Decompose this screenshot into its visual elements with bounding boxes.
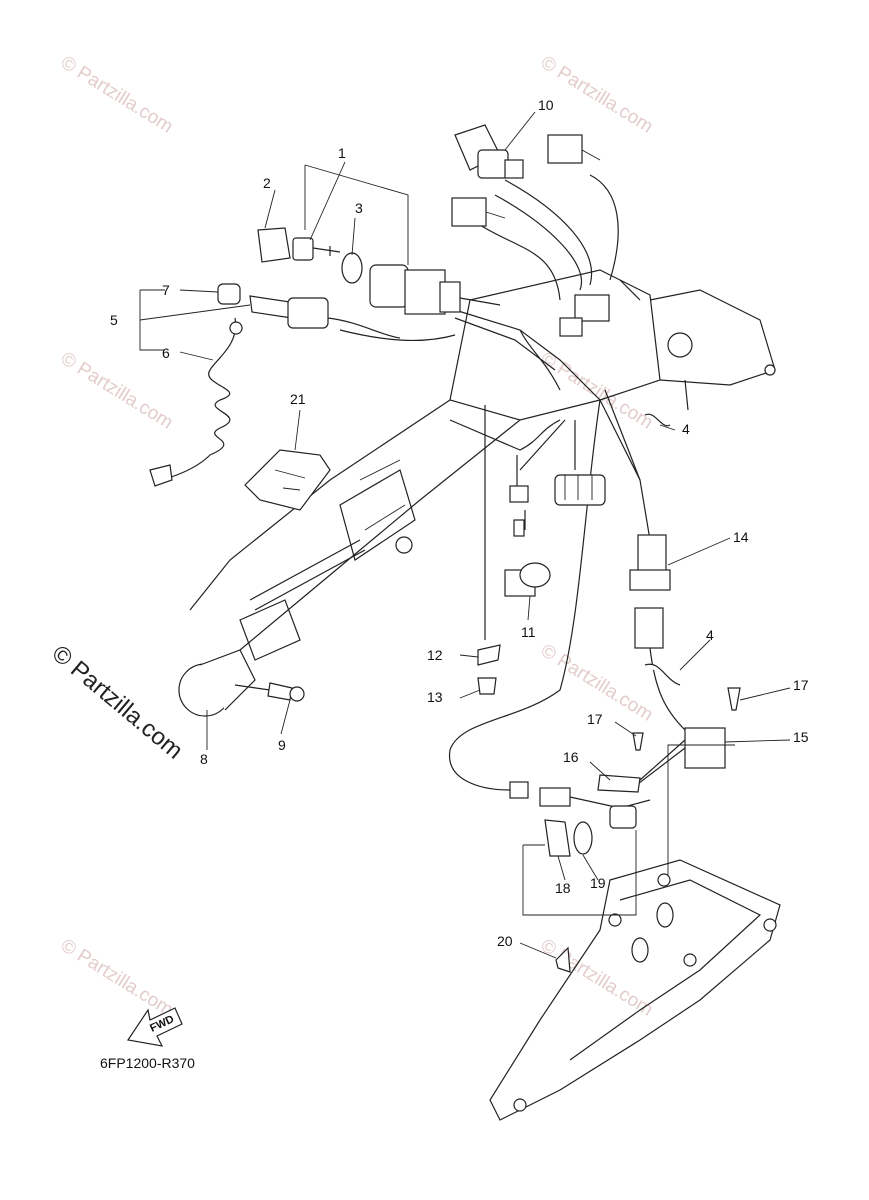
terminal-block [554,474,606,506]
main-switch-1 [257,227,501,315]
callout-21: 21 [290,391,306,407]
screw-9 [267,682,293,701]
callout-12: 12 [427,647,443,663]
plate-16 [597,774,641,793]
bracket-12 [477,405,501,695]
callout-20: 20 [497,933,513,949]
leader-lines [139,111,791,959]
wire-harness [249,174,651,791]
cap-18 [544,819,571,857]
callout-5: 5 [110,312,118,328]
callout-17b: 17 [793,677,809,693]
cap-7 [217,283,241,305]
callout-18: 18 [555,880,571,896]
clip-4b [644,663,681,686]
callout-9: 9 [278,737,286,753]
callout-16: 16 [563,749,579,765]
stop-switch-5 [149,283,401,487]
decal-20 [555,946,571,973]
callout-4a: 4 [682,421,690,437]
plug-14 [634,607,664,649]
callout-8: 8 [200,751,208,767]
callout-2: 2 [263,175,271,191]
key [292,237,314,261]
callout-7: 7 [162,282,170,298]
fwd-arrow-icon: FWD [126,1007,183,1047]
connector-10 [451,124,610,337]
grip-21 [244,449,331,511]
diagram-reference-code: 6FP1200-R370 [100,1055,195,1071]
callout-11: 11 [521,624,536,640]
relay-15 [684,727,726,769]
callout-14: 14 [733,529,749,545]
ring-3 [341,252,363,284]
buzzer-11 [504,455,551,597]
ring-19 [573,821,593,855]
callout-1: 1 [338,145,346,161]
cap-2 [257,227,291,263]
screw-13 [477,677,497,695]
callout-13: 13 [427,689,443,705]
switch-8 [178,649,305,717]
screw-17a [632,732,644,751]
screw-17b [727,687,741,711]
callout-19: 19 [590,875,606,891]
connector-14 [629,534,671,591]
tiller-handle [189,269,776,661]
callout-17a: 17 [587,711,603,727]
callout-6: 6 [162,345,170,361]
bottom-cowling [489,859,781,1121]
callout-15: 15 [793,729,809,745]
callout-3: 3 [355,200,363,216]
callout-10: 10 [538,97,554,113]
callout-4b: 4 [706,627,714,643]
clip-4a [644,413,671,427]
